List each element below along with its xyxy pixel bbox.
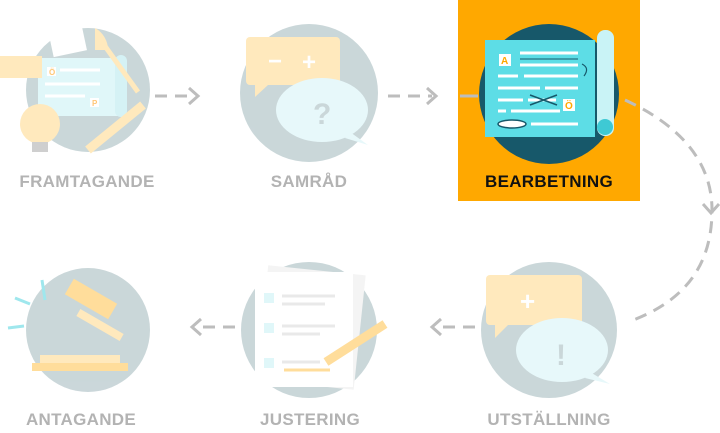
step-label-framtagande: FRAMTAGANDE	[19, 172, 155, 191]
step-label-samrad: SAMRÅD	[270, 172, 348, 191]
exclamation-mark: !	[556, 339, 566, 372]
flow-arrows	[155, 94, 714, 329]
checklist-pen-icon	[241, 262, 388, 398]
step-label-justering: JUSTERING	[260, 410, 360, 429]
letter-o: Ö	[49, 68, 55, 77]
chevron-right-icon	[426, 86, 439, 106]
step-label-antagande: ANTAGANDE	[25, 410, 137, 429]
gavel-icon	[7, 268, 150, 392]
letter-o: Ö	[565, 99, 573, 112]
speech-bubbles-exclamation-icon: + !	[481, 262, 617, 398]
chevron-left-icon	[189, 317, 202, 337]
document-lightbulb-icon: Ö P	[0, 18, 150, 154]
arrow-heads	[188, 86, 720, 337]
plus-sign: +	[520, 286, 535, 316]
step-label-utstallning: UTSTÄLLNING	[487, 410, 611, 429]
minus-sign: −	[268, 48, 282, 75]
arrow-3-4	[624, 98, 714, 324]
chevron-down-icon	[701, 203, 720, 216]
plus-sign: +	[302, 49, 316, 76]
chevron-right-icon	[188, 86, 201, 106]
letter-a: A	[501, 56, 508, 67]
letter-p: P	[92, 99, 98, 108]
chevron-left-icon	[429, 317, 442, 337]
edited-document-icon: A Ö	[479, 24, 619, 164]
step-label-bearbetning: BEARBETNING	[485, 172, 613, 191]
question-mark: ?	[313, 98, 331, 131]
speech-bubbles-icon: − + ?	[240, 24, 378, 162]
